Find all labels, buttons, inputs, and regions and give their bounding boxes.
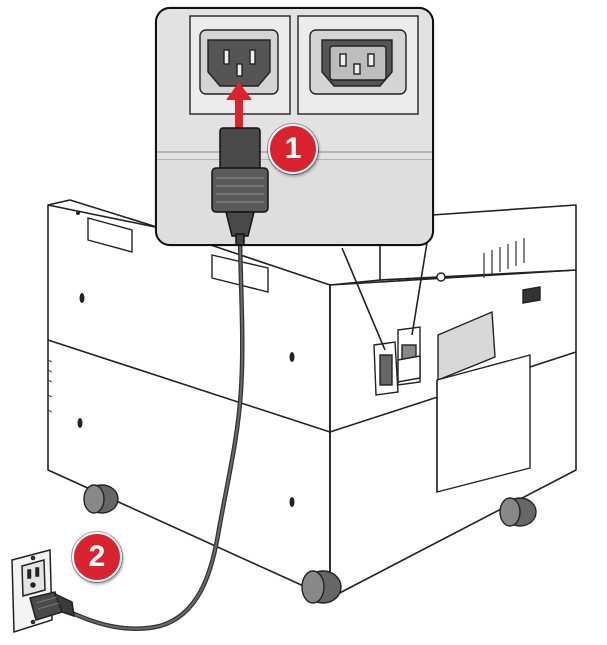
screw <box>436 272 446 282</box>
access-panel <box>436 310 531 493</box>
step-number-badge-1: 1 <box>268 124 318 174</box>
wall-outlet <box>11 549 53 634</box>
power-cord <box>67 235 245 631</box>
caster-wheel <box>301 570 342 604</box>
vent-grille <box>483 238 525 278</box>
printer-power-inlet <box>373 326 421 396</box>
wall-plug <box>29 591 75 621</box>
keyhole <box>79 293 85 303</box>
step-number-badge-2: 2 <box>72 532 122 582</box>
caster-wheel <box>499 497 537 527</box>
arrow-up-icon <box>226 82 252 130</box>
keyholes <box>76 211 295 507</box>
casters <box>83 484 537 604</box>
keyhole <box>289 497 295 507</box>
drawer-handle <box>87 217 133 253</box>
keyhole <box>77 418 83 428</box>
drawer-divider-upper <box>47 339 331 433</box>
inset-power-plug <box>211 127 269 244</box>
inset-power-inlet-right <box>297 15 419 115</box>
keyhole <box>289 352 295 362</box>
caster-wheel <box>83 484 119 514</box>
port <box>522 286 541 304</box>
